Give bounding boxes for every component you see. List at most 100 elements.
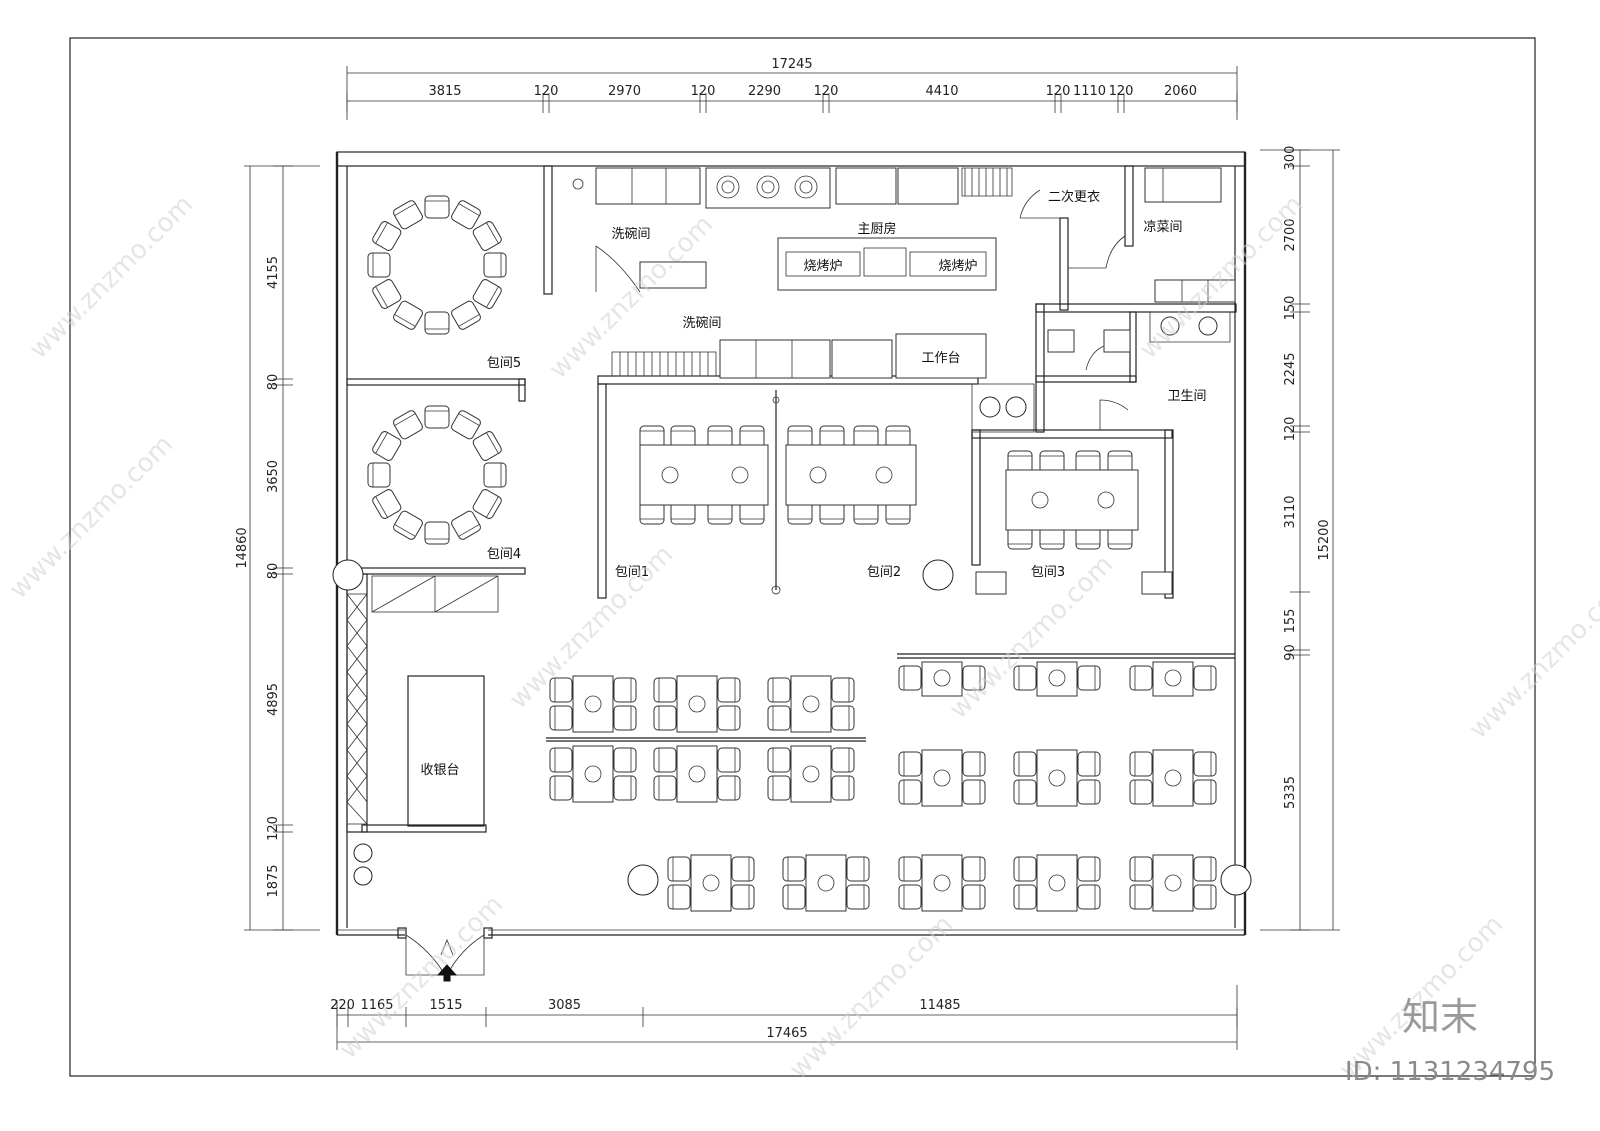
table-setting <box>584 765 602 783</box>
chair <box>1075 450 1101 474</box>
chair <box>1129 779 1153 805</box>
chair <box>393 300 423 330</box>
drawing-frame <box>69 37 1536 1077</box>
dim-label: 11485 <box>919 998 960 1013</box>
chair <box>767 775 791 801</box>
chair <box>472 221 502 251</box>
chair <box>898 779 922 805</box>
label-dishwash-top: 洗碗间 <box>611 226 650 242</box>
label-grill-left: 烧烤炉 <box>803 259 842 274</box>
chair <box>451 410 481 440</box>
private4-cabinets <box>371 575 499 613</box>
chair <box>819 501 845 525</box>
dim-label: 150 <box>1283 296 1298 321</box>
dining-table <box>790 675 832 733</box>
chair <box>767 705 791 731</box>
dining-table <box>1152 661 1194 697</box>
chair <box>1129 884 1153 910</box>
chair <box>787 501 813 525</box>
label-cold-dish: 凉菜间 <box>1143 220 1182 235</box>
chair <box>782 884 806 910</box>
dim-label: 120 <box>1283 417 1298 442</box>
chair <box>1013 665 1037 691</box>
label-private1: 包间1 <box>615 565 649 580</box>
chair <box>717 747 741 773</box>
chair <box>717 775 741 801</box>
chair <box>372 279 402 309</box>
label-private4: 包间4 <box>487 547 521 562</box>
dim-label: 4155 <box>266 256 281 289</box>
dim-label: 120 <box>691 84 716 99</box>
dining-table <box>1036 749 1078 807</box>
dim-right-total: 15200 <box>1317 519 1332 560</box>
plants <box>332 396 1252 896</box>
chair <box>1077 856 1101 882</box>
chair <box>424 195 450 219</box>
chair <box>393 510 423 540</box>
dim-label: 2290 <box>748 84 781 99</box>
chair <box>393 410 423 440</box>
label-changing: 二次更衣 <box>1048 189 1100 205</box>
label-toilet: 卫生间 <box>1167 389 1206 404</box>
chair <box>367 462 391 488</box>
chair <box>962 751 986 777</box>
chair <box>767 747 791 773</box>
chair <box>782 856 806 882</box>
watermarks: www.znzmo.com www.znzmo.com www.znzmo.co… <box>4 190 1600 1085</box>
chair <box>639 425 665 449</box>
dining-table <box>639 444 769 506</box>
chair <box>613 705 637 731</box>
dining-table <box>1152 749 1194 807</box>
label-private5: 包间5 <box>487 356 521 371</box>
table-setting <box>688 695 706 713</box>
entrance-arrow-icon <box>436 964 458 982</box>
chair <box>846 884 870 910</box>
brand-logo-text: 知末 <box>1402 995 1478 1039</box>
chair <box>885 501 911 525</box>
chair <box>653 677 677 703</box>
label-private2: 包间2 <box>867 565 901 580</box>
dining-table <box>1152 854 1194 912</box>
plant-icon <box>353 843 373 863</box>
dining-table <box>676 675 718 733</box>
dining-table <box>785 444 917 506</box>
chair <box>962 856 986 882</box>
chair <box>653 775 677 801</box>
dining-table <box>1036 854 1078 912</box>
chair <box>549 775 573 801</box>
chair <box>1107 526 1133 550</box>
toilet-fixtures <box>1047 311 1231 371</box>
chair <box>831 705 855 731</box>
chair <box>898 856 922 882</box>
table-setting <box>731 466 749 484</box>
chair <box>831 775 855 801</box>
watermark-text: www.znzmo.com <box>4 430 179 605</box>
dim-top-total: 17245 <box>771 57 812 72</box>
dim-label: 155 <box>1283 609 1298 634</box>
table-setting <box>584 695 602 713</box>
dining-table <box>921 749 963 807</box>
chair <box>767 677 791 703</box>
table-setting <box>875 466 893 484</box>
table-setting <box>1164 874 1182 892</box>
chair <box>653 747 677 773</box>
chair <box>898 884 922 910</box>
chair <box>613 747 637 773</box>
dim-label: 120 <box>814 84 839 99</box>
dim-label: 300 <box>1283 146 1298 171</box>
dining-table <box>572 675 614 733</box>
dining-table <box>921 854 963 912</box>
chair <box>1077 751 1101 777</box>
chair <box>472 489 502 519</box>
dining-table <box>790 745 832 803</box>
dim-label: 2970 <box>608 84 641 99</box>
chair <box>1077 665 1101 691</box>
chair <box>549 747 573 773</box>
table-setting <box>1048 669 1066 687</box>
chair <box>372 221 402 251</box>
chair <box>1013 856 1037 882</box>
chair <box>1193 779 1217 805</box>
chair <box>962 779 986 805</box>
chair <box>1077 779 1101 805</box>
